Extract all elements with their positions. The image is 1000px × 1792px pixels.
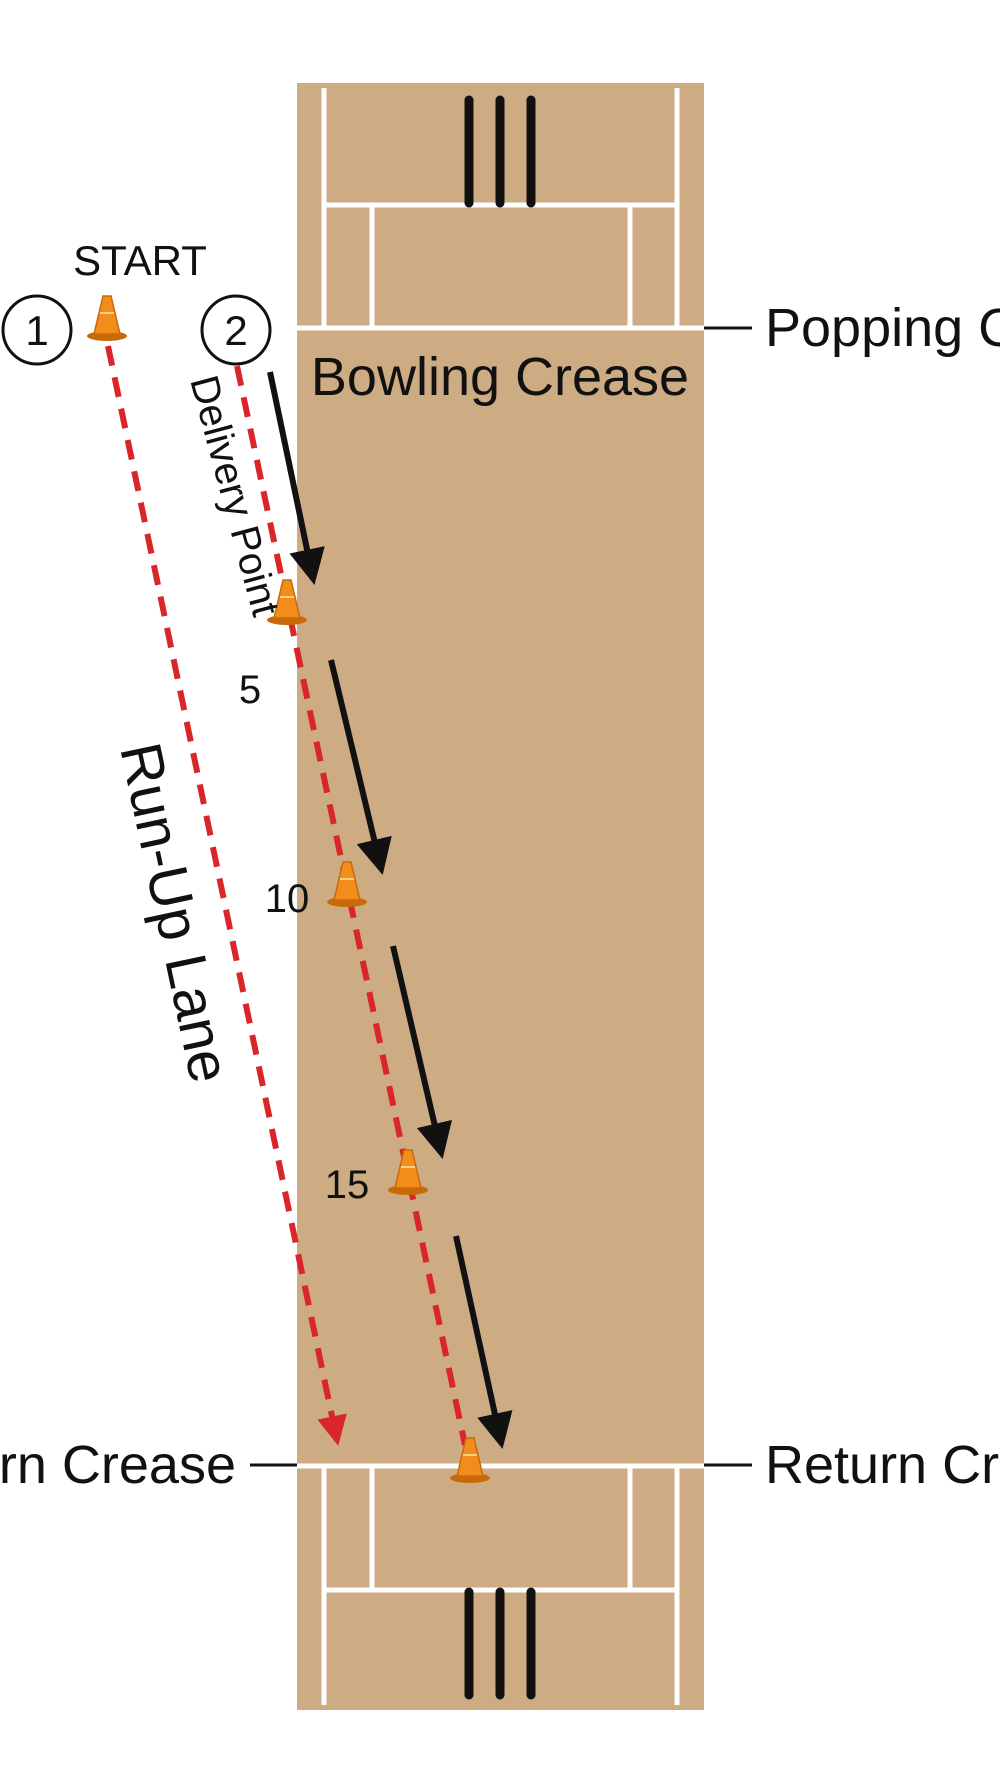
arrow-down-icon — [453, 1235, 513, 1450]
arrow-down-icon — [328, 659, 392, 876]
run-up-lane-label: Run-Up Lane — [107, 737, 242, 1088]
marker-1: 1 — [1, 294, 73, 366]
marker-2: 2 — [200, 294, 272, 366]
step-10-label: 10 — [265, 877, 310, 921]
marker-2-label: 2 — [224, 307, 247, 354]
traffic-cone-icon — [86, 295, 128, 342]
stumps-icon — [464, 1587, 536, 1700]
run-up-path-1 — [105, 345, 347, 1446]
direction-arrows — [267, 371, 513, 1450]
step-15-label: 15 — [325, 1163, 370, 1207]
arrow-down-icon — [390, 945, 452, 1160]
popping-crease-label: Popping Crease — [765, 298, 1000, 358]
delivery-point-label: Delivery Point — [181, 371, 287, 621]
return-crease-right-label: Return Crease — [765, 1435, 1000, 1495]
bowling-crease-label: Bowling Crease — [311, 347, 689, 407]
return-crease-left-label: Return Crease — [0, 1435, 236, 1495]
marker-1-label: 1 — [25, 307, 48, 354]
step-5-label: 5 — [239, 668, 261, 712]
start-label: START — [73, 237, 207, 284]
stumps-icon — [464, 95, 536, 208]
arrow-down-icon — [267, 371, 325, 586]
bottom-crease-lines — [297, 1463, 704, 1705]
